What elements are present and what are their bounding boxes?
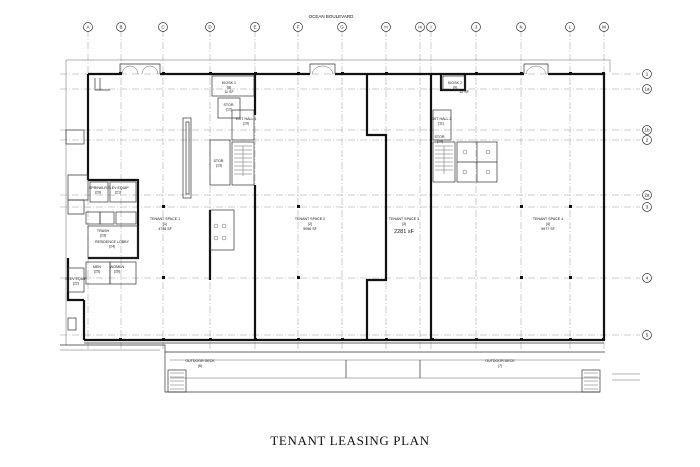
svg-text:F: F xyxy=(297,25,300,30)
svg-text:G: G xyxy=(340,25,344,30)
label-stor-a: STOR. xyxy=(224,103,235,107)
svg-text:5977 SF: 5977 SF xyxy=(541,227,555,231)
building-exterior-walls xyxy=(82,72,606,344)
svg-text:(10): (10) xyxy=(243,122,249,126)
svg-text:2: 2 xyxy=(646,138,649,143)
svg-text:(1): (1) xyxy=(163,222,167,226)
label-kiosk-1: KIOSK 1 xyxy=(222,81,236,85)
column-grid-bubbles: A B C D E F G H HI I J K L M xyxy=(83,22,609,32)
svg-text:(23): (23) xyxy=(100,234,106,238)
svg-text:(25): (25) xyxy=(94,270,100,274)
label-tenant-4: TENANT SPACE 4 xyxy=(533,217,563,221)
svg-text:5: 5 xyxy=(646,333,649,338)
svg-text:2a: 2a xyxy=(644,193,650,198)
svg-text:(9): (9) xyxy=(453,86,457,90)
svg-text:(2): (2) xyxy=(308,222,312,226)
label-residence-lobby: RESIDENCE LOBBY xyxy=(95,240,130,244)
svg-text:H: H xyxy=(384,25,387,30)
svg-text:(14): (14) xyxy=(437,140,443,144)
svg-text:1: 1 xyxy=(646,72,649,77)
svg-text:12 SF: 12 SF xyxy=(459,90,469,94)
svg-text:(21): (21) xyxy=(115,191,121,195)
street-label: OCEAN BOULEVARD xyxy=(309,14,354,19)
level-marker xyxy=(612,373,640,381)
svg-text:(22): (22) xyxy=(73,282,79,286)
core-left xyxy=(182,75,255,251)
label-tenant-3: TENANT SPACE 3 xyxy=(389,217,419,221)
svg-text:(12): (12) xyxy=(226,108,232,112)
svg-text:(7): (7) xyxy=(498,364,502,368)
row-grid-lines xyxy=(60,73,640,336)
label-kiosk-2: KIOSK 2 xyxy=(448,81,462,85)
storefront-doors xyxy=(94,63,549,91)
svg-text:I: I xyxy=(430,25,431,30)
svg-text:(3): (3) xyxy=(402,222,406,226)
svg-text:C: C xyxy=(161,25,165,30)
svg-text:D: D xyxy=(208,25,212,30)
label-tenant-1: TENANT SPACE 1 xyxy=(150,217,180,221)
label-womens: WOMEN xyxy=(110,265,125,269)
label-tenant-2: TENANT SPACE 2 xyxy=(295,217,325,221)
svg-text:(8): (8) xyxy=(227,86,231,90)
svg-text:M: M xyxy=(602,25,606,30)
label-exit-hall-2: EXIT HALL 2 xyxy=(431,117,452,121)
svg-text:A: A xyxy=(86,25,89,30)
svg-text:4748 SF: 4748 SF xyxy=(158,227,172,231)
svg-text:HI: HI xyxy=(418,26,422,30)
label-elev-equip-1: ELEV EQUIP xyxy=(107,186,129,190)
room-labels: KIOSK 1 (8) 11 SF STOR. (12) EXIT HALL 1… xyxy=(65,81,563,368)
svg-text:(20): (20) xyxy=(95,191,101,195)
svg-text:(26): (26) xyxy=(114,270,120,274)
svg-text:3: 3 xyxy=(646,205,649,210)
label-stor-b: STOR. xyxy=(214,159,225,163)
svg-text:L: L xyxy=(569,25,572,30)
svg-text:4: 4 xyxy=(646,276,649,281)
svg-text:(11): (11) xyxy=(438,122,444,126)
site-outline xyxy=(60,59,611,393)
svg-text:B: B xyxy=(119,25,122,30)
label-exit-hall-1: EXIT HALL 1 xyxy=(236,117,257,121)
svg-text:5056 SF: 5056 SF xyxy=(303,227,317,231)
label-elev-equip-2: ELEV EQUIP xyxy=(65,277,87,281)
svg-text:(6): (6) xyxy=(198,364,202,368)
outdoor-stairs xyxy=(167,360,601,393)
label-mens: MEN xyxy=(93,265,101,269)
svg-text:2281 sF: 2281 sF xyxy=(394,229,415,235)
label-outdoor-deck-2: OUTDOOR DECK xyxy=(485,359,515,363)
label-stor-c: STOR. xyxy=(435,135,446,139)
svg-text:E: E xyxy=(253,25,256,30)
svg-text:(24): (24) xyxy=(109,245,115,249)
label-trash: TRASH xyxy=(97,229,110,233)
column-grid-lines xyxy=(87,30,605,350)
svg-text:1b: 1b xyxy=(644,128,650,133)
svg-text:J: J xyxy=(475,25,477,30)
svg-text:1a: 1a xyxy=(644,87,650,92)
core-right xyxy=(432,75,498,183)
row-grid-bubbles: 1 1a 1b 2 2a 3 4 5 xyxy=(642,69,652,340)
svg-text:(4): (4) xyxy=(546,222,550,226)
svg-text:K: K xyxy=(519,25,522,30)
residence-core xyxy=(65,129,140,331)
label-sprinklr: SPRINKLR xyxy=(89,186,107,190)
label-outdoor-deck-1: OUTDOOR DECK xyxy=(185,359,215,363)
svg-text:11 SF: 11 SF xyxy=(224,90,234,94)
drawing-title: TENANT LEASING PLAN xyxy=(270,433,430,448)
svg-text:(13): (13) xyxy=(216,164,222,168)
structural-columns xyxy=(119,72,605,341)
